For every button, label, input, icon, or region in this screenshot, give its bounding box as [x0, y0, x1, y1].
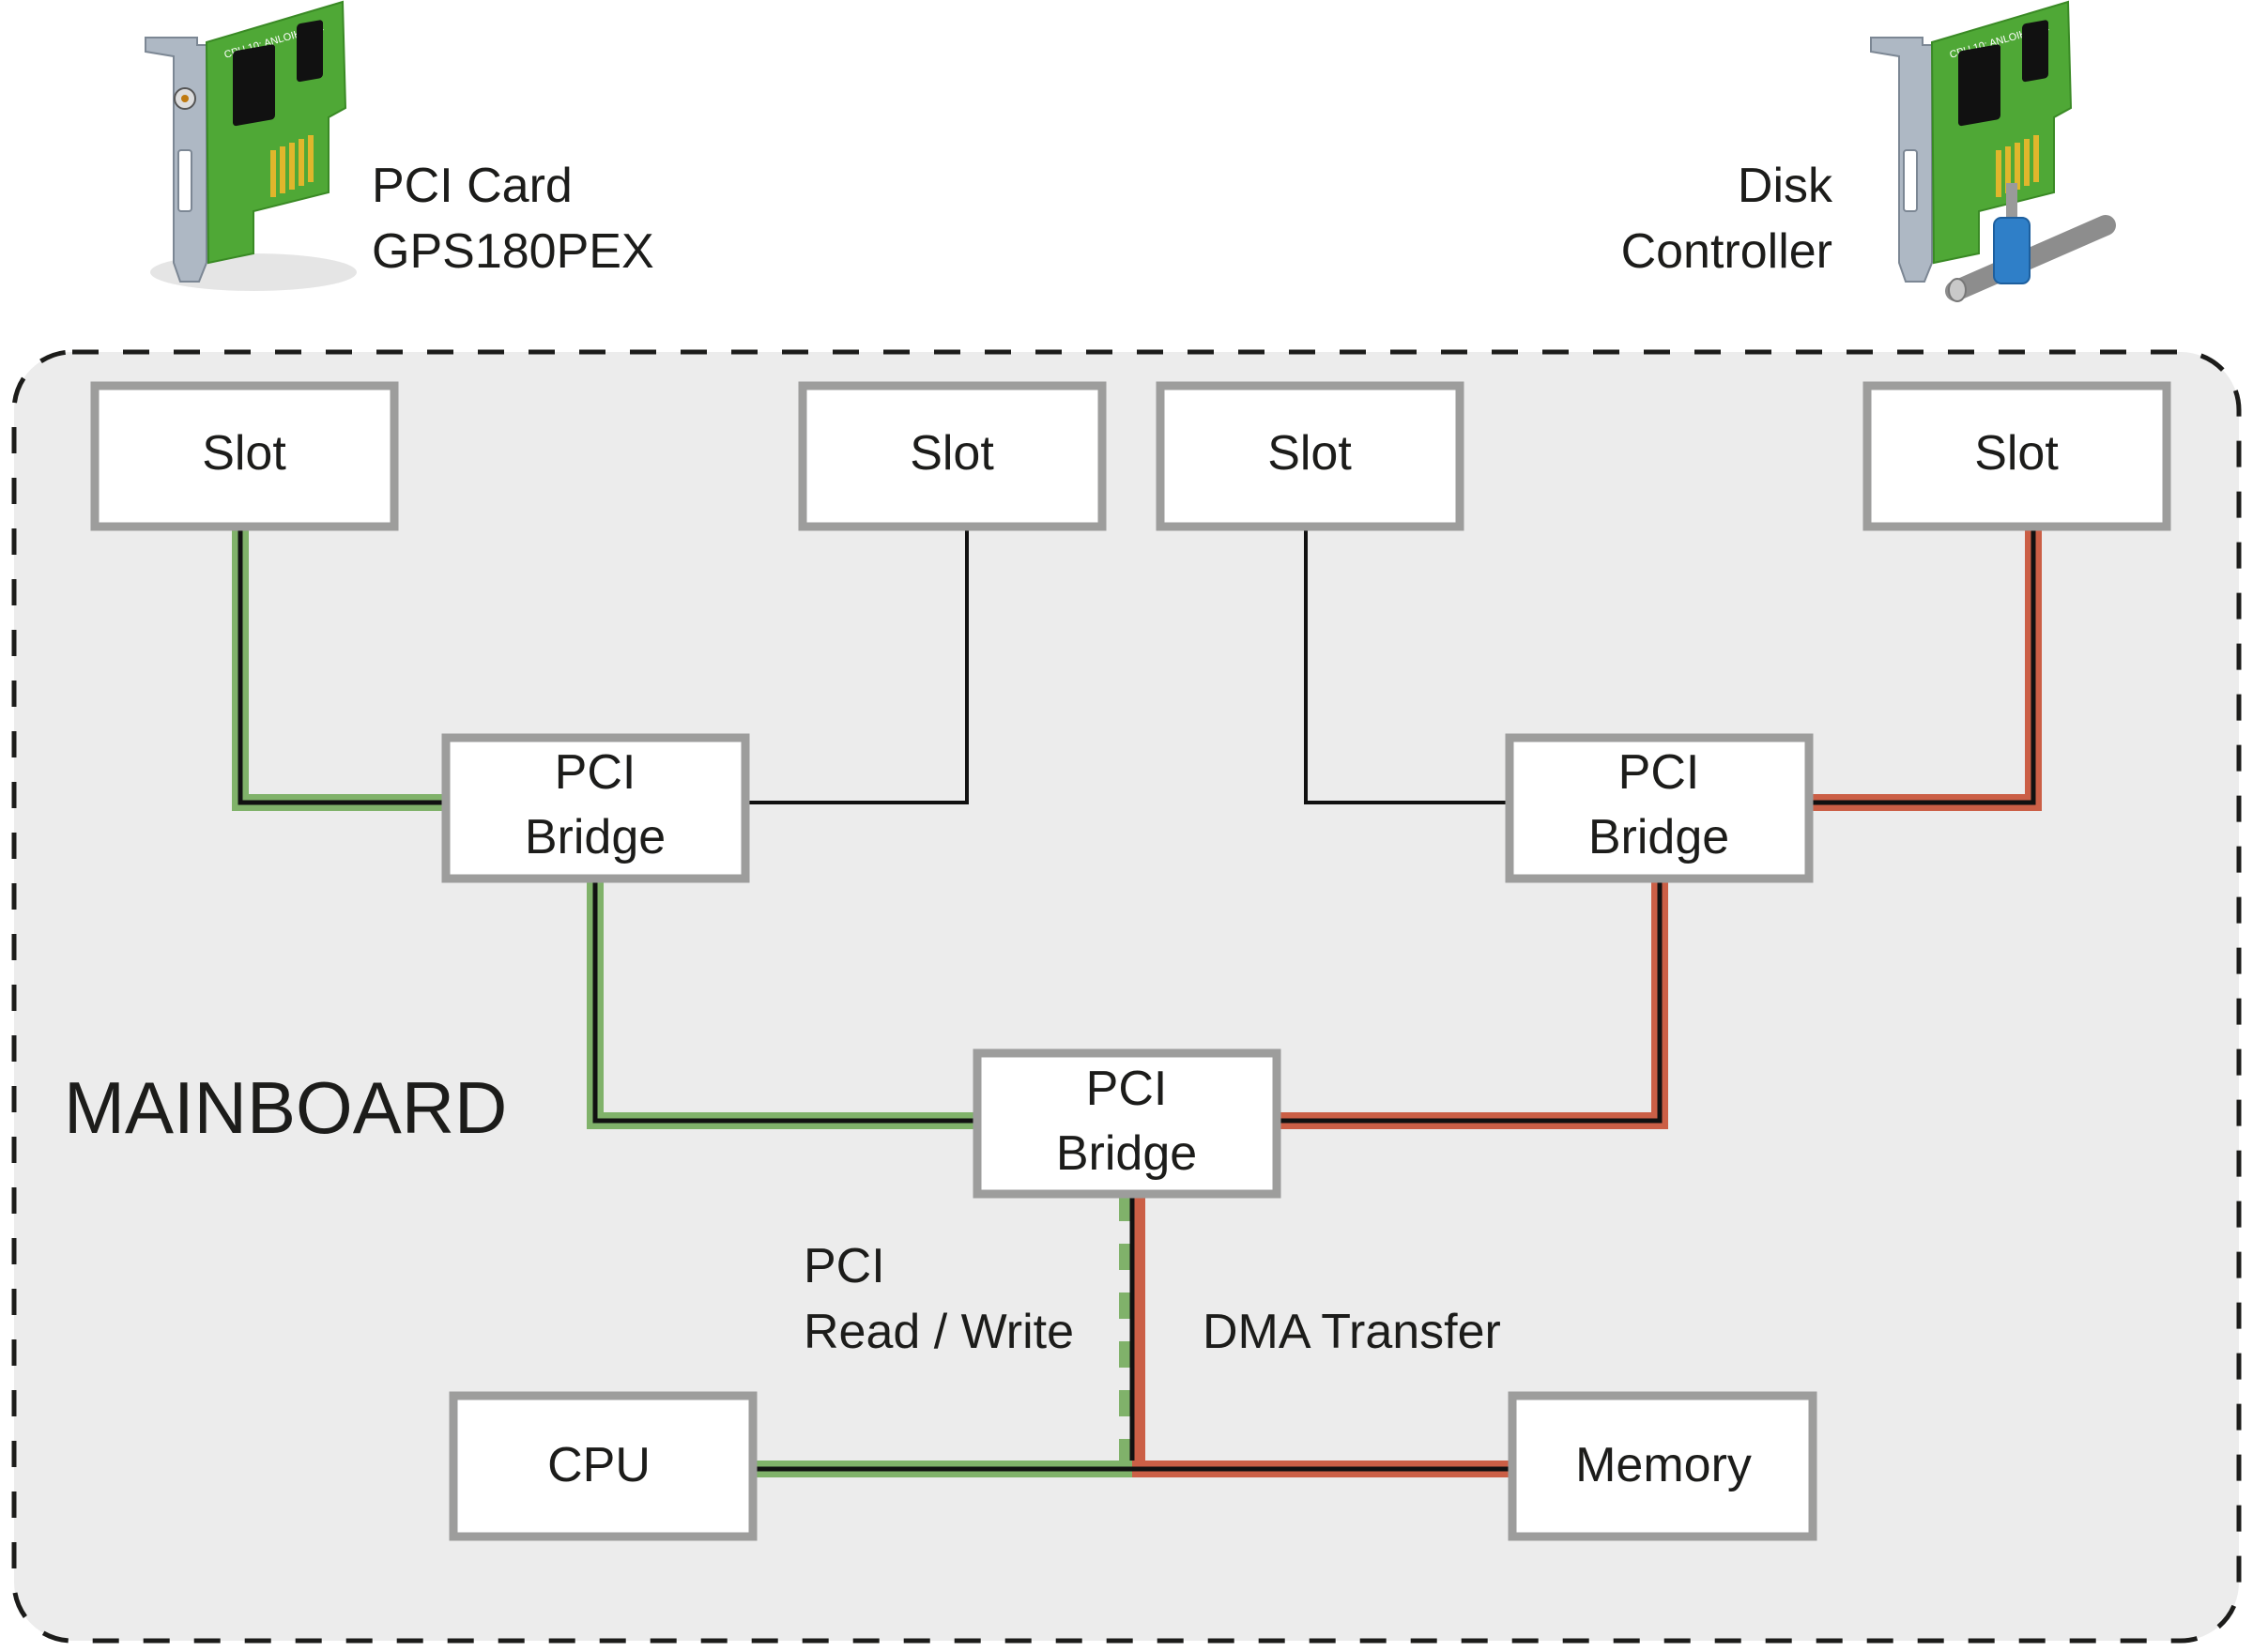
slot-3-label: Slot — [1267, 426, 1352, 481]
pci-rw-label-line1: PCI — [804, 1239, 885, 1293]
pci-rw-label-line2: Read / Write — [804, 1305, 1074, 1359]
pci-bridge-center-line1: PCI — [1086, 1062, 1168, 1116]
slot-2-label: Slot — [910, 426, 994, 481]
slot-4: Slot — [1862, 381, 2171, 531]
wire-slot1-bridge-left — [232, 528, 444, 811]
pci-bridge-left-line2: Bridge — [525, 810, 666, 864]
pci-bridge-right: PCI Bridge — [1505, 733, 1814, 883]
mainboard-area — [11, 349, 2242, 1644]
pci-bridge-left: PCI Bridge — [441, 733, 750, 883]
wire-slot3-bridge-right — [1304, 528, 1508, 804]
wire-bridge-center-down — [1119, 1195, 1145, 1476]
slot-1-label: Slot — [202, 426, 286, 481]
disk-controller-label-line1: Disk — [1738, 159, 1833, 213]
slot-4-label: Slot — [1974, 426, 2059, 481]
wire-slot2-bridge-left — [747, 528, 969, 804]
mainboard-label: MAINBOARD — [64, 1066, 507, 1149]
pci-bridge-right-line2: Bridge — [1588, 810, 1729, 864]
slot-1: Slot — [90, 381, 399, 531]
pci-card-label-line2: GPS180PEX — [372, 224, 654, 279]
pci-card-label-line1: PCI Card — [372, 159, 573, 213]
disk-controller-icon: CPU 10: ANLOIH8892 — [1870, 0, 2116, 302]
pci-bridge-left-line1: PCI — [555, 745, 636, 800]
memory-label: Memory — [1575, 1438, 1752, 1492]
slot-3: Slot — [1156, 381, 1464, 531]
wire-bridge-right-bridge-center — [1278, 880, 1668, 1129]
pci-card-icon: CPU 10: ANLOIH8892 — [145, 0, 357, 291]
disk-controller-label-line2: Controller — [1621, 224, 1832, 279]
cpu-label: CPU — [547, 1438, 651, 1492]
pci-bridge-right-line1: PCI — [1618, 745, 1700, 800]
wire-bridge-left-bridge-center — [587, 880, 975, 1129]
pci-bridge-center: PCI Bridge — [973, 1048, 1281, 1199]
memory-box: Memory — [1508, 1391, 1817, 1541]
slot-2: Slot — [798, 381, 1107, 531]
cpu-box: CPU — [449, 1391, 758, 1541]
dma-transfer-label: DMA Transfer — [1203, 1305, 1501, 1359]
wire-slot4-bridge-right — [1811, 528, 2042, 811]
pci-bridge-center-line2: Bridge — [1056, 1126, 1197, 1181]
